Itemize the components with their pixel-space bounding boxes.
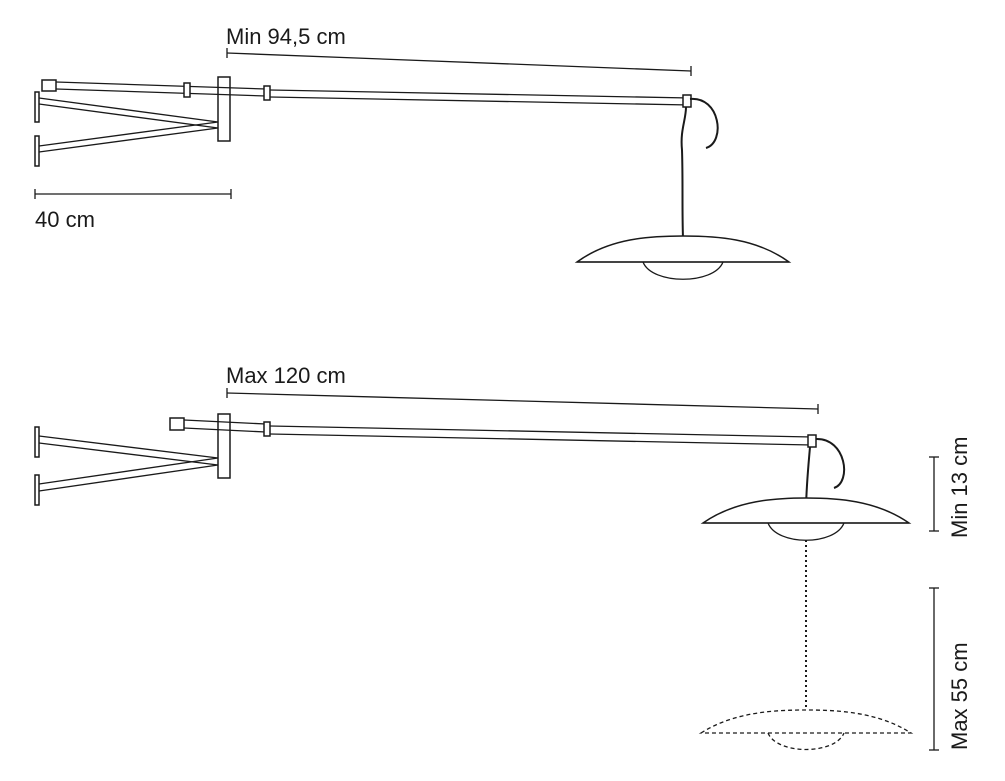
min-length-label: Min 94,5 cm [226, 24, 346, 49]
telescopic-arm-top [41, 79, 719, 239]
max-height-dimension [929, 587, 939, 751]
retracted-lamp-figure: Min 94,5 cm [34, 24, 792, 280]
min-height-label: Min 13 cm [947, 437, 972, 538]
lamp-shade-lowered [698, 709, 914, 751]
extended-lamp-figure: Max 120 cm [34, 363, 972, 751]
min-length-dimension [226, 48, 692, 76]
lamp-shade-top [574, 235, 792, 280]
wall-plate-bottom [34, 426, 40, 506]
telescopic-arm-bottom [169, 417, 846, 513]
max-length-dimension [226, 388, 819, 414]
scissor-bracket-top [38, 76, 231, 153]
lamp-shade-bottom [700, 497, 912, 541]
wall-plate-top [34, 91, 40, 167]
max-height-label: Max 55 cm [947, 642, 972, 750]
max-length-label: Max 120 cm [226, 363, 346, 388]
bracket-depth-dimension [34, 189, 232, 199]
min-height-dimension [929, 456, 939, 532]
bracket-depth-label: 40 cm [35, 207, 95, 232]
scissor-bracket-bottom [38, 413, 231, 492]
